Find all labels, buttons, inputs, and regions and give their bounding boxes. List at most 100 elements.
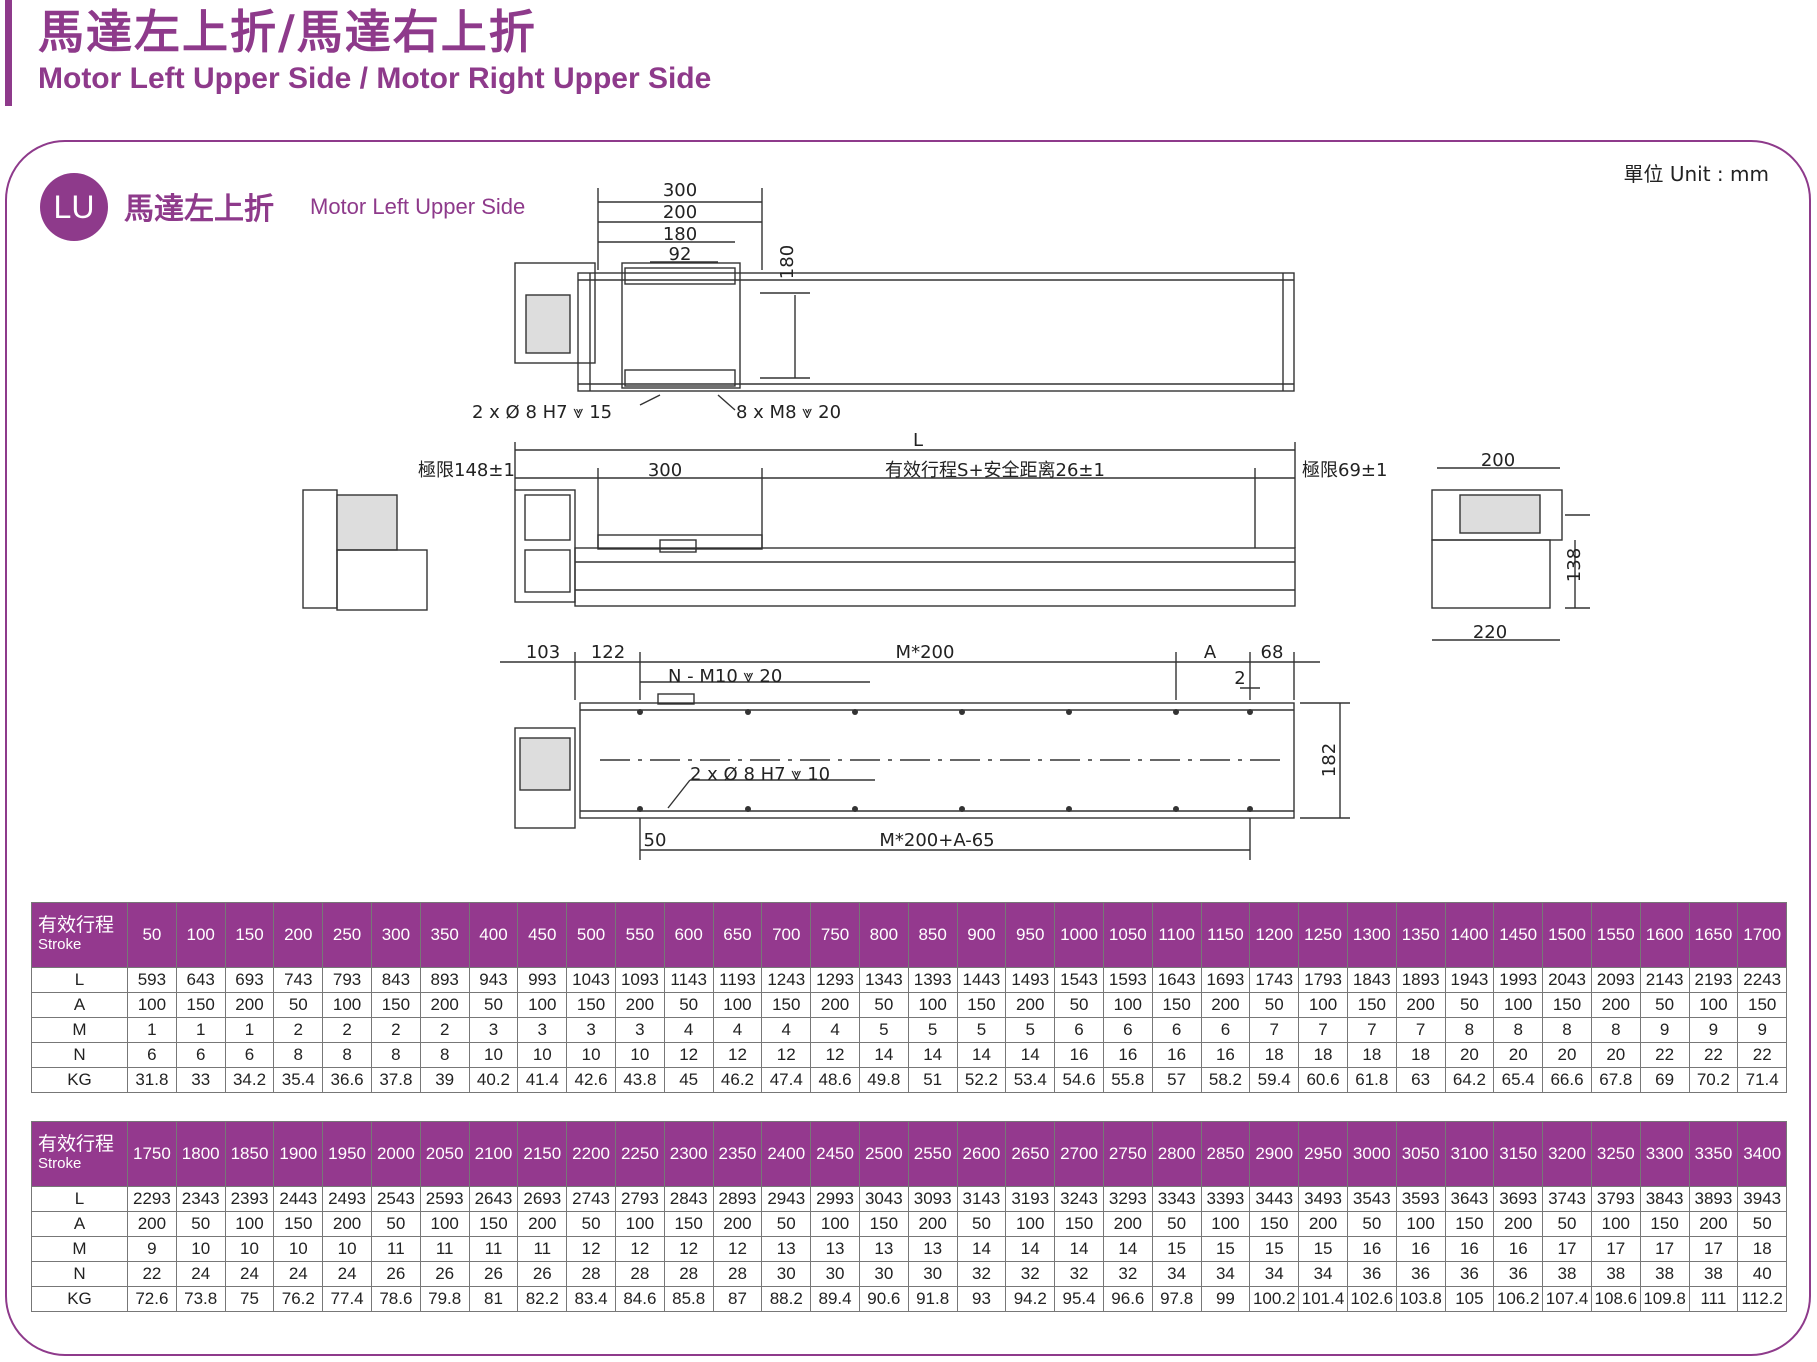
table-cell: 20 (1444, 1042, 1495, 1068)
dim-bottom-m200: M*200 (896, 642, 955, 663)
table-cell: 69 (1639, 1067, 1690, 1093)
table-cell: 150 (1054, 1211, 1104, 1237)
table-cell: 100 (1395, 1211, 1446, 1237)
table-cell: 38 (1688, 1261, 1739, 1287)
table-cell: 200 (224, 992, 275, 1018)
table-cell: 34 (1298, 1261, 1348, 1287)
table-cell: 2643 (468, 1186, 519, 1212)
stroke-value: 2950 (1298, 1121, 1348, 1187)
table-cell: 24 (224, 1261, 275, 1287)
table-cell: 50 (175, 1211, 226, 1237)
table-cell: 12 (712, 1236, 763, 1262)
table-cell: 1993 (1493, 967, 1544, 993)
table-cell: 1843 (1346, 967, 1397, 993)
table-cell: 31.8 (127, 1067, 177, 1093)
table-cell: 38 (1542, 1261, 1592, 1287)
table-cell: 18 (1395, 1042, 1446, 1068)
table-cell: 20 (1493, 1042, 1544, 1068)
table-cell: 72.6 (127, 1286, 177, 1312)
table-cell: 89.4 (810, 1286, 860, 1312)
stroke-value: 200 (273, 902, 324, 968)
table-cell: 200 (907, 1211, 958, 1237)
page-title-en: Motor Left Upper Side / Motor Right Uppe… (38, 62, 712, 95)
stroke-value: 1300 (1346, 902, 1397, 968)
table-cell: 6 (1054, 1017, 1104, 1043)
stroke-value: 600 (663, 902, 714, 968)
table-cell: 8 (370, 1042, 421, 1068)
table-cell: 693 (224, 967, 275, 993)
table-cell: 15 (1151, 1236, 1202, 1262)
table-cell: 16 (1151, 1042, 1202, 1068)
table-cell: 65.4 (1493, 1067, 1544, 1093)
stroke-value: 3250 (1590, 1121, 1641, 1187)
table-cell: 15 (1200, 1236, 1251, 1262)
table-cell: 77.4 (322, 1286, 372, 1312)
table-cell: 102.6 (1346, 1286, 1397, 1312)
dim-bottom-68: 68 (1261, 642, 1284, 663)
table-cell: 101.4 (1298, 1286, 1348, 1312)
table-cell: 7 (1298, 1017, 1348, 1043)
stroke-value: 3300 (1639, 1121, 1690, 1187)
table-cell: 9 (127, 1236, 177, 1262)
stroke-value: 3150 (1493, 1121, 1544, 1187)
table-cell: 150 (1249, 1211, 1300, 1237)
table-cell: 1943 (1444, 967, 1495, 993)
table-cell: 12 (761, 1042, 812, 1068)
bottom-tap-callout: N - M10 ⩔ 20 (668, 666, 782, 687)
table-cell: 150 (761, 992, 812, 1018)
stroke-value: 800 (858, 902, 909, 968)
table-cell: 11 (419, 1236, 470, 1262)
table-cell: 16 (1200, 1042, 1251, 1068)
table-cell: 111 (1688, 1286, 1739, 1312)
table-cell: 75 (224, 1286, 275, 1312)
table-cell: 2093 (1590, 967, 1641, 993)
table-cell: 2743 (566, 1186, 616, 1212)
table-cell: 200 (127, 1211, 177, 1237)
table-cell: 150 (468, 1211, 519, 1237)
table-cell: 24 (175, 1261, 226, 1287)
table-cell: 1893 (1395, 967, 1446, 993)
table-cell: 2493 (322, 1186, 372, 1212)
stroke-value: 1550 (1590, 902, 1641, 968)
table-cell: 16 (1493, 1236, 1544, 1262)
side-rail (574, 547, 1296, 607)
table-cell: 2 (273, 1017, 324, 1043)
stroke-value: 2600 (956, 1121, 1007, 1187)
table-cell: 17 (1688, 1236, 1739, 1262)
table-cell: 43.8 (614, 1067, 665, 1093)
table-cell: 14 (1102, 1236, 1153, 1262)
table-cell: 8 (1590, 1017, 1641, 1043)
table-cell: 2893 (712, 1186, 763, 1212)
table-cell: 85.8 (663, 1286, 714, 1312)
table-cell: 8 (1444, 1017, 1495, 1043)
table-cell: 1243 (761, 967, 812, 993)
stroke-value: 350 (419, 902, 470, 968)
stroke-value: 900 (956, 902, 1007, 968)
table-cell: 58.2 (1200, 1067, 1251, 1093)
table-cell: 79.8 (419, 1286, 470, 1312)
table-cell: 10 (273, 1236, 324, 1262)
table-cell: 12 (566, 1236, 616, 1262)
table-cell: 12 (712, 1042, 763, 1068)
table-cell: 50 (566, 1211, 616, 1237)
table-cell: 36 (1493, 1261, 1544, 1287)
table-cell: 5 (858, 1017, 909, 1043)
table-cell: 3093 (907, 1186, 958, 1212)
table-cell: 1293 (810, 967, 860, 993)
table-cell: 200 (322, 1211, 372, 1237)
table-cell: 50 (1151, 1211, 1202, 1237)
table-cell: 200 (712, 1211, 763, 1237)
table-cell: 10 (224, 1236, 275, 1262)
table-cell: 14 (907, 1042, 958, 1068)
table-cell: 39 (419, 1067, 470, 1093)
dim-top-180: 180 (663, 224, 697, 245)
row-label: M (31, 1017, 128, 1043)
dim-side-L: L (913, 430, 923, 451)
table-cell: 150 (858, 1211, 909, 1237)
table-cell: 28 (712, 1261, 763, 1287)
table-cell: 200 (1493, 1211, 1544, 1237)
table-cell: 53.4 (1005, 1067, 1056, 1093)
